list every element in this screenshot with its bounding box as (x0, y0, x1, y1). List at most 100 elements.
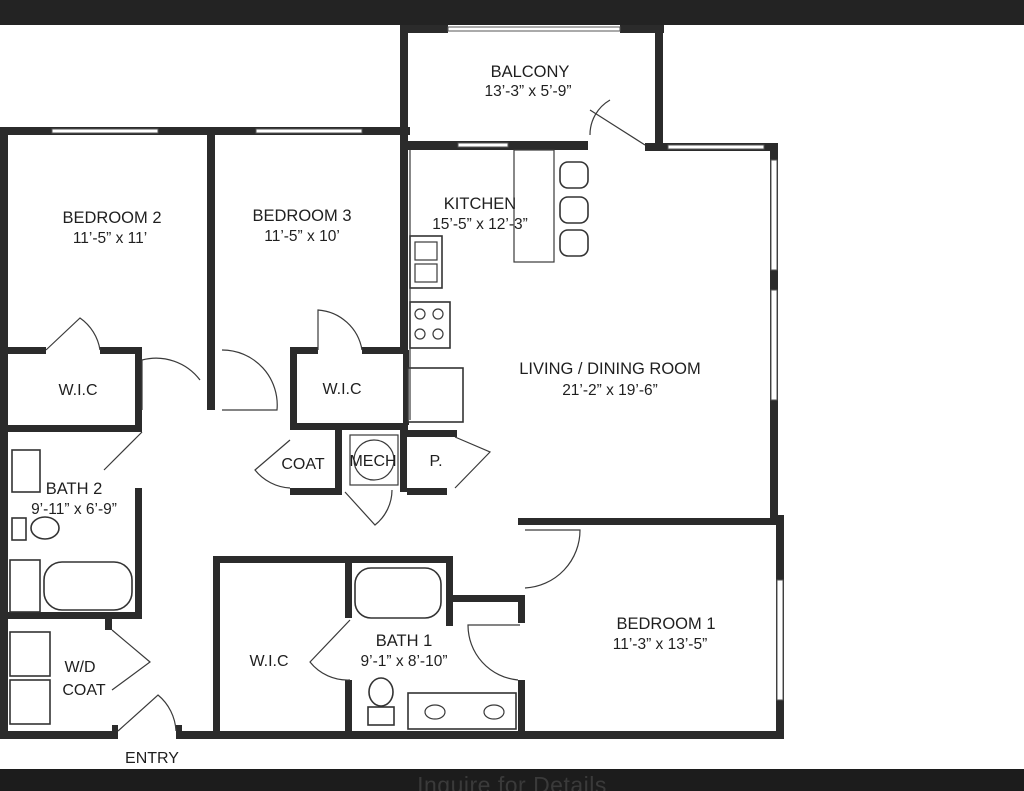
door-balcony (589, 99, 646, 146)
wall-bedroom3-right (400, 135, 408, 350)
door-wic3 (317, 309, 363, 351)
burner-2 (432, 308, 444, 320)
burner-1 (414, 308, 426, 320)
wall-wic2-top-right (100, 347, 142, 354)
entry-jamb-right (176, 725, 182, 739)
bath2-tub (43, 561, 133, 611)
bath1-vanity (407, 692, 517, 730)
wall-bottom-left (0, 731, 112, 739)
door-bath1 (467, 624, 520, 681)
wall-wic2-right (135, 347, 142, 432)
wall-mech-right (400, 430, 407, 492)
wall-bath1-right-lower (518, 680, 525, 735)
walls (0, 25, 784, 739)
wall-bedroom1-top (518, 518, 778, 525)
wall-bottom-right (180, 731, 784, 739)
window-living-1 (770, 159, 778, 271)
bedroom3-name: BEDROOM 3 (252, 207, 351, 225)
mech-label: MECH (349, 453, 396, 470)
bedroom1-name: BEDROOM 1 (616, 615, 715, 633)
burner-3 (414, 328, 426, 340)
wall-wic3-left (290, 347, 297, 425)
bedroom2-name: BEDROOM 2 (62, 209, 161, 227)
room-labels: BALCONY 13’-3” x 5’-9” BEDROOM 2 11’-5” … (31, 63, 715, 767)
wall-coat-right (335, 430, 342, 492)
door-wd-coat (111, 629, 151, 691)
kitchen-dims: 15’-5” x 12’-3” (432, 216, 528, 233)
bath1-toilet (368, 677, 394, 707)
door-coat (254, 439, 291, 489)
wall-kitchen-left (403, 350, 409, 425)
wall-wic1-right-upper (345, 556, 352, 618)
water-heater (353, 439, 395, 481)
cooktop (409, 301, 451, 349)
wall-wic3-top-left (290, 347, 318, 354)
wall-balcony-top-right (620, 25, 664, 33)
dryer (9, 679, 51, 725)
wall-wd-right (105, 612, 112, 630)
floor-plan-drawing: BALCONY 13’-3” x 5’-9” BEDROOM 2 11’-5” … (0, 25, 784, 767)
wall-wic1-left (213, 556, 220, 734)
wall-wic3-bottom (290, 423, 408, 430)
bar-stool-3 (559, 229, 589, 257)
wall-bath1-ledge (453, 595, 525, 602)
mech-closet (349, 434, 399, 486)
bath2-linen (9, 559, 41, 613)
bedroom3-dims: 11’-5” x 10’ (264, 228, 340, 245)
bath2-toilet-tank (11, 517, 27, 541)
door-entry (117, 694, 177, 732)
wall-coat-bottom (290, 488, 342, 495)
bath2-name: BATH 2 (46, 480, 103, 498)
wd-label: W/D (64, 659, 95, 676)
bath1-sink-1 (424, 704, 446, 720)
door-pantry (454, 436, 492, 489)
wall-bath1-jamb (518, 595, 525, 623)
washer (9, 631, 51, 677)
bath1-sink-2 (483, 704, 505, 720)
kitchen-island (513, 149, 555, 263)
bottom-frame-bar: Inquire for Details (0, 769, 1024, 791)
window-bedroom2 (51, 128, 159, 134)
coat-label: COAT (281, 456, 324, 473)
bath1-toilet-tank (367, 706, 395, 726)
balcony-dims: 13’-3” x 5’-9” (485, 83, 572, 100)
bath-fixtures (9, 434, 517, 730)
floor-plan-canvas: BALCONY 13’-3” x 5’-9” BEDROOM 2 11’-5” … (0, 25, 1024, 769)
bath2-vanity (11, 449, 41, 493)
balcony-name: BALCONY (491, 63, 570, 81)
wall-bedroom-divider (207, 135, 215, 410)
wic-bedroom2-label: W.I.C (58, 382, 97, 399)
door-wic1 (309, 619, 351, 681)
wall-bath1-top (213, 556, 453, 563)
wall-bath1-right (446, 556, 453, 626)
bedroom2-dims: 11’-5” x 11’ (73, 230, 147, 247)
entry-label: ENTRY (125, 750, 179, 767)
door-bedroom2 (141, 357, 201, 410)
wall-bath2-right (135, 488, 142, 618)
wall-bath2-bottom (8, 612, 142, 619)
living-name: LIVING / DINING ROOM (519, 360, 701, 378)
door-bath2 (103, 431, 143, 471)
balcony-railing (447, 26, 621, 32)
kitchen-name: KITCHEN (444, 195, 516, 213)
entry-jamb-left (112, 725, 118, 739)
wall-left (0, 127, 8, 739)
wall-wic3-top-right (362, 347, 408, 354)
wall-top-bedrooms (0, 127, 410, 135)
bath1-dims: 9’-1” x 8’-10” (361, 653, 448, 670)
bedroom1-dims: 11’-3” x 13’-5” (613, 636, 707, 653)
sink-bowl-2 (414, 263, 438, 283)
wd-coat-label: COAT (62, 682, 105, 699)
wall-wic1-right-lower (345, 680, 352, 735)
wall-pantry-top (407, 430, 457, 437)
bar-stool-1 (559, 161, 589, 189)
bar-stool-2 (559, 196, 589, 224)
doors (45, 99, 646, 732)
wall-pantry-bottom (407, 488, 447, 495)
window-bedroom3 (255, 128, 363, 134)
window-bedroom1 (776, 579, 784, 701)
bath1-tub (354, 567, 442, 619)
wall-balcony-right (655, 25, 663, 151)
pantry-label: P. (429, 453, 442, 470)
door-bedroom1 (524, 529, 581, 589)
